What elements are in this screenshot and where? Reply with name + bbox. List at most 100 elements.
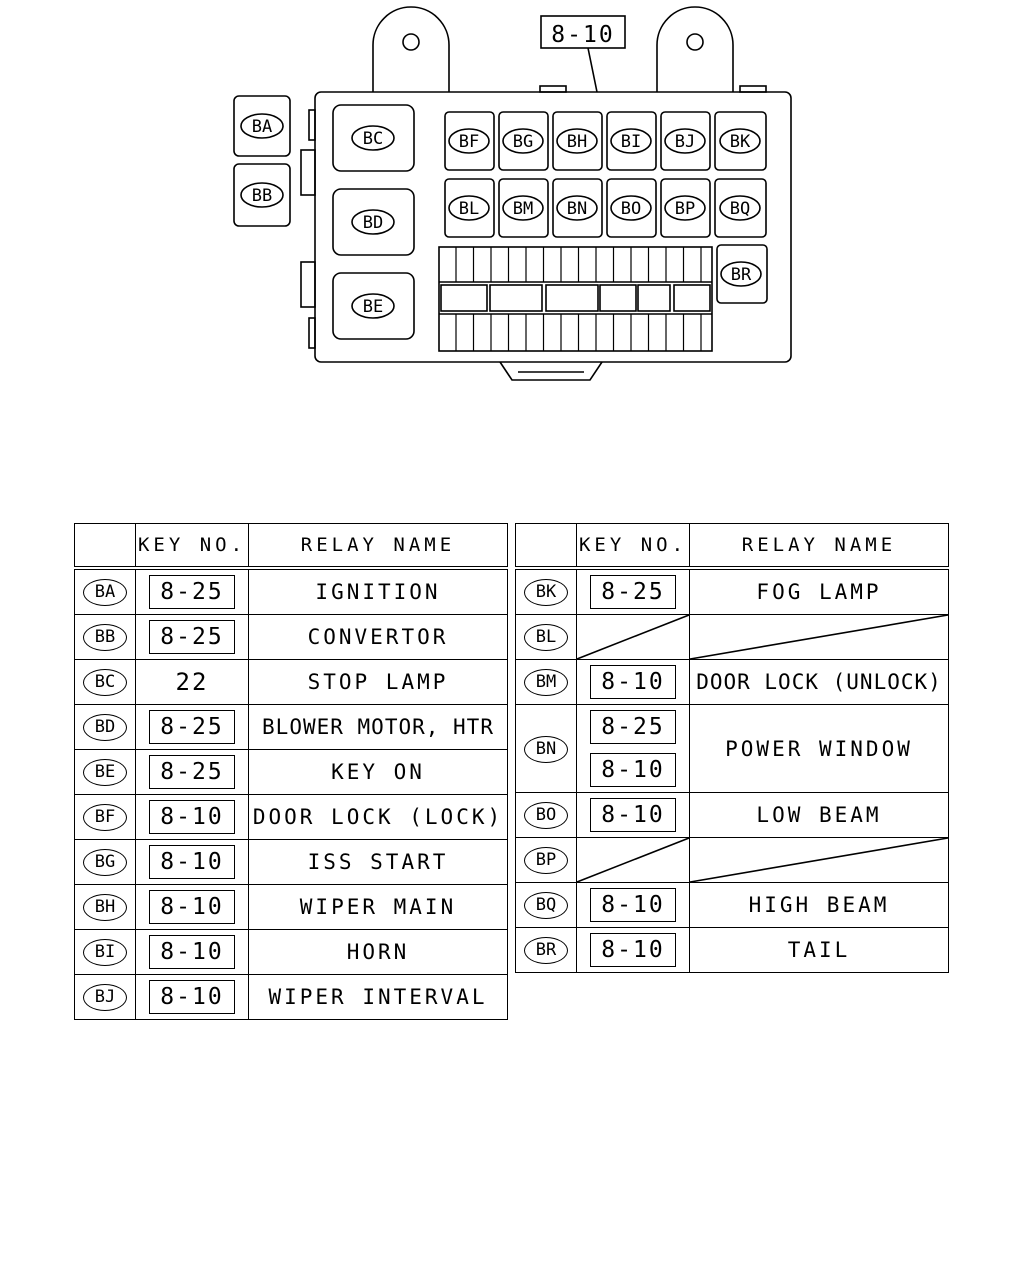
header-key-no: KEY NO. [135,523,249,570]
svg-text:BG: BG [513,132,533,152]
key-number-box: 8-10 [590,798,676,832]
relay-id-badge: BP [524,847,568,874]
side-relay-bb: BB [233,163,291,227]
relay-br: BR [716,244,768,304]
key-no-cell: 8-25 [135,567,249,615]
relay-bi: BI [606,111,657,171]
relay-bf: BF [444,111,495,171]
key-no-cell: 8-10 [576,927,690,973]
svg-text:BK: BK [730,132,751,152]
relay-name-cell: IGNITION [248,567,508,615]
key-number-box: 8-25 [149,710,235,744]
header-blank [74,523,136,570]
key-number-box: 8-10 [149,935,235,969]
svg-text:BL: BL [459,199,479,219]
header-key-no: KEY NO. [576,523,690,570]
table-row: BA 8-25 IGNITION [74,567,508,615]
key-no-cell: 8-25 [135,614,249,660]
top-key-box [540,15,626,49]
key-number-box: 8-10 [149,890,235,924]
relay-name-cell: TAIL [689,927,949,973]
relay-bk: BK [714,111,767,171]
large-relay-bc: BC [332,104,415,172]
empty-slash-cell [576,837,690,883]
svg-text:BM: BM [513,199,533,219]
header-relay-name: RELAY NAME [689,523,949,570]
key-number-box: 8-10 [149,845,235,879]
relay-id-badge: BF [83,804,127,831]
relay-box-diagram: 8-10 BA BB BC BD BE BF BG BH BI BJ BK BL… [233,6,792,381]
key-number-box: 8-25 [149,620,235,654]
housing-tab [300,261,316,308]
key-number-box: 8-10 [590,665,676,699]
housing-tab [308,317,316,349]
svg-text:BB: BB [252,186,272,206]
relay-id-badge: BB [83,624,127,651]
key-number-box: 8-25 [149,755,235,789]
table-row: BL [515,614,949,660]
relay-id-cell: BC [74,659,136,705]
relay-id-cell: BE [74,749,136,795]
relay-id-badge: BG [83,849,127,876]
relay-name-cell: POWER WINDOW [689,704,949,793]
relay-name-cell: HIGH BEAM [689,882,949,928]
key-number-box: 8-10 [590,753,676,787]
housing-tab [300,149,316,196]
svg-text:BN: BN [567,199,587,219]
relay-id-cell: BA [74,567,136,615]
key-no-cell: 8-25 8-10 [576,704,690,793]
large-relay-bd: BD [332,188,415,256]
svg-text:BR: BR [731,265,752,285]
key-no-cell: 8-10 [576,659,690,705]
relay-id-cell: BG [74,839,136,885]
relay-bl: BL [444,178,495,238]
header-relay-name: RELAY NAME [248,523,508,570]
bottom-connector [499,361,603,381]
svg-text:BD: BD [363,213,383,233]
relay-id-badge: BR [524,937,568,964]
relay-id-badge: BI [83,939,127,966]
relay-id-badge: BO [524,802,568,829]
key-no-cell: 8-10 [576,882,690,928]
key-number-box: 8-25 [149,575,235,609]
left-mounting-ear [372,6,450,92]
table-row: BO 8-10 LOW BEAM [515,792,949,838]
relay-id-badge: BL [524,624,568,651]
svg-text:BA: BA [252,117,272,137]
key-no-cell: 8-10 [135,794,249,840]
relay-name-cell: HORN [248,929,508,975]
housing-tab [739,85,767,93]
table-header-row: KEY NO. RELAY NAME [515,523,949,570]
left-mount-hole [402,33,420,51]
relay-bp: BP [660,178,711,238]
key-number-box: 8-25 [590,575,676,609]
key-number-box: 8-25 [590,710,676,744]
relay-name-cell: LOW BEAM [689,792,949,838]
right-mount-hole [686,33,704,51]
relay-id-cell: BH [74,884,136,930]
key-no-cell: 8-10 [576,792,690,838]
empty-slash-cell [689,614,949,660]
key-no-cell: 8-10 [135,884,249,930]
key-number-box: 8-10 [149,800,235,834]
relay-id-badge: BA [83,579,127,606]
relay-bo: BO [606,178,657,238]
relay-name-cell: STOP LAMP [248,659,508,705]
empty-slash-cell [689,837,949,883]
relay-id-cell: BD [74,704,136,750]
key-no-cell: 8-10 [135,974,249,1020]
relay-id-cell: BO [515,792,577,838]
table-row: BI 8-10 HORN [74,929,508,975]
empty-slash-cell [576,614,690,660]
relay-bh: BH [552,111,603,171]
svg-text:BC: BC [363,129,383,149]
